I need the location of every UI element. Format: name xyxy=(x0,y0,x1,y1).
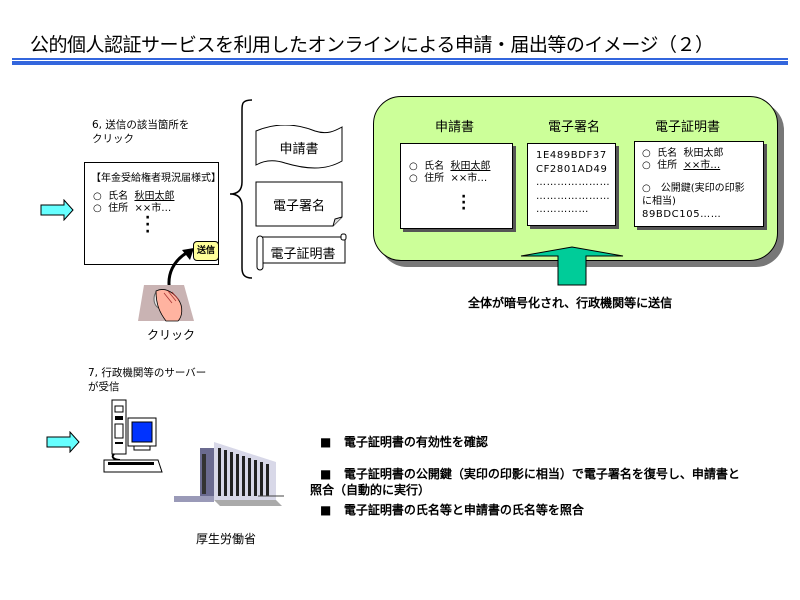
check-text: 電子証明書の氏名等と申請書の氏名等を照合 xyxy=(343,503,584,517)
building-icon xyxy=(174,442,284,506)
panel-cert-row-name: ○ 氏名 秋田太郎 xyxy=(642,147,723,160)
signature-line: 1E489BDF37 xyxy=(536,150,607,161)
document-signature-shape xyxy=(255,181,343,227)
label: 氏名 xyxy=(424,161,445,172)
panel-cert-key-value: 89BDC105…… xyxy=(642,209,722,220)
click-label: クリック xyxy=(147,328,196,342)
panel-box-application: ○ 氏名 秋田太郎 ○ 住所 ××市… ··· xyxy=(400,143,513,229)
document-certificate-label: 電子証明書 xyxy=(270,247,336,262)
check-text-continued: 照合（自動的に実行） xyxy=(310,483,431,497)
signature-line: CF2801AD49 xyxy=(536,163,608,175)
label: 氏名 xyxy=(657,148,678,159)
panel-heading-signature: 電子署名 xyxy=(548,120,601,135)
check-text: 電子証明書の有効性を確認 xyxy=(343,435,488,449)
step6-line2: クリック xyxy=(92,133,134,145)
square-bullet-icon: ■ xyxy=(320,467,332,481)
check-item-match: ■ 電子証明書の氏名等と申請書の氏名等を照合 xyxy=(320,502,584,518)
step6-caption: 6, 送信の該当箇所を クリック xyxy=(92,118,189,146)
bullet: ○ xyxy=(642,148,651,159)
label: 住所 xyxy=(424,173,445,184)
value: 秋田太郎 xyxy=(683,148,724,159)
bullet: ○ xyxy=(642,160,651,171)
value: ××市… xyxy=(450,173,488,184)
check-item-validity: ■ 電子証明書の有効性を確認 xyxy=(320,434,488,450)
bullet: ○ xyxy=(93,203,102,214)
value: 秋田太郎 xyxy=(450,161,491,172)
step6-line1: 6, 送信の該当箇所を xyxy=(92,119,190,131)
step7-caption: 7, 行政機関等のサーバー が受信 xyxy=(88,366,206,394)
bullet: ○ xyxy=(93,191,102,202)
panel-box-certificate: ○ 氏名 秋田太郎 ○ 住所 ××市… ○ 公開鍵(実印の印影 に相当) 89B… xyxy=(634,141,764,227)
form-label-name: 氏名 xyxy=(108,191,129,202)
pension-form: 【年金受給権者現況届様式】 ○ 氏名 秋田太郎 ○ 住所 ××市… ··· 送信 xyxy=(84,162,221,265)
title-rule-thick xyxy=(12,61,788,65)
panel-cert-key-line2: に相当) xyxy=(642,196,676,207)
square-bullet-icon: ■ xyxy=(320,503,332,517)
computer-icon xyxy=(103,399,163,473)
mouse-hand-icon xyxy=(138,285,194,322)
document-application-shape xyxy=(255,125,343,169)
brace-icon xyxy=(229,99,253,279)
send-button[interactable]: 送信 xyxy=(193,241,219,261)
form-row-address: ○ 住所 ××市… xyxy=(93,199,171,214)
label: 住所 xyxy=(657,160,678,171)
document-application-label: 申請書 xyxy=(279,142,319,157)
check-item-decrypt: ■ 電子証明書の公開鍵（実印の印影に相当）で電子署名を復号し、申請書と 照合（自… xyxy=(310,466,740,498)
title-rule-thin xyxy=(12,58,788,60)
form-row-name: ○ 氏名 秋田太郎 xyxy=(93,187,174,202)
square-bullet-icon: ■ xyxy=(320,435,332,449)
encrypted-send-caption: 全体が暗号化され、行政機関等に送信 xyxy=(468,296,673,310)
panel-cert-key-line1: ○ 公開鍵(実印の印影 xyxy=(642,183,745,194)
signature-line: ………………… xyxy=(536,190,611,202)
panel-app-ellipsis: ··· xyxy=(461,189,467,217)
upload-arrow-icon xyxy=(520,246,624,286)
form-ellipsis: ··· xyxy=(145,210,151,240)
document-certificate-shape xyxy=(256,233,347,271)
form-value-name: 秋田太郎 xyxy=(134,191,175,202)
check-text: 電子証明書の公開鍵（実印の印影に相当）で電子署名を復号し、申請書と xyxy=(343,467,740,481)
arrow-right-icon xyxy=(40,199,74,221)
value: ××市… xyxy=(683,160,721,171)
panel-cert-row-address: ○ 住所 ××市… xyxy=(642,159,720,172)
building-label: 厚生労働省 xyxy=(196,532,257,546)
document-signature-label: 電子署名 xyxy=(272,199,325,214)
arrow-right-icon xyxy=(46,431,80,453)
panel-app-row-address: ○ 住所 ××市… xyxy=(409,172,487,185)
panel-heading-application: 申請書 xyxy=(435,120,475,135)
form-label-address: 住所 xyxy=(108,203,129,214)
step7-line1: 7, 行政機関等のサーバー xyxy=(88,367,207,379)
form-value-address: ××市… xyxy=(134,203,172,214)
panel-box-signature: 1E489BDF37 CF2801AD49 ………………… ………………… ……… xyxy=(527,143,616,226)
form-title: 【年金受給権者現況届様式】 xyxy=(91,173,221,184)
bullet: ○ xyxy=(409,173,418,184)
bullet: ○ xyxy=(409,161,418,172)
step7-line2: が受信 xyxy=(88,381,120,393)
page-title: 公的個人認証サービスを利用したオンラインによる申請・届出等のイメージ（２） xyxy=(30,34,714,56)
panel-heading-certificate: 電子証明書 xyxy=(655,120,721,135)
signature-line: ………………… xyxy=(536,177,611,188)
panel-app-row-name: ○ 氏名 秋田太郎 xyxy=(409,160,490,173)
signature-line: …………… xyxy=(536,204,589,215)
